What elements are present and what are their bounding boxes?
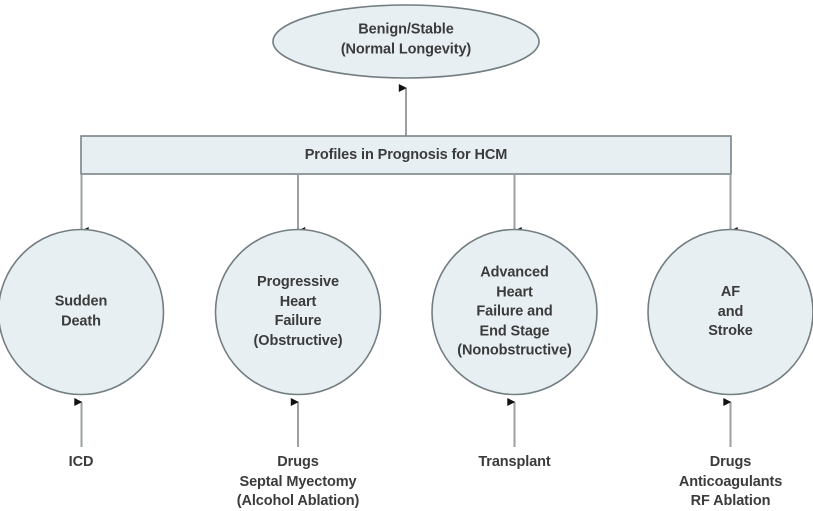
treatment-label-progressive-heart-failure-obstructive: Drugs Septal Myectomy (Alcohol Ablation) xyxy=(236,454,360,509)
outcome-circle-sudden-death xyxy=(0,228,165,396)
outcome-circle-progressive-heart-failure-obstructive xyxy=(214,228,382,396)
treatment-label-af-and-stroke: Drugs Anticoagulants RF Ablation xyxy=(678,454,783,509)
treatment-label-sudden-death: ICD xyxy=(68,454,94,470)
benign-stable-ellipse-shape xyxy=(272,4,540,79)
outcome-circle-af-and-stroke xyxy=(647,228,813,396)
outcome-circle-advanced-heart-failure-end-stage-nonobstructive xyxy=(431,228,598,396)
profiles-bar-shape xyxy=(80,135,732,175)
treatment-label-advanced-heart-failure-end-stage-nonobstructive: Transplant xyxy=(478,454,551,470)
profiles-bar-label: Profiles in Prognosis for HCM xyxy=(304,147,508,163)
